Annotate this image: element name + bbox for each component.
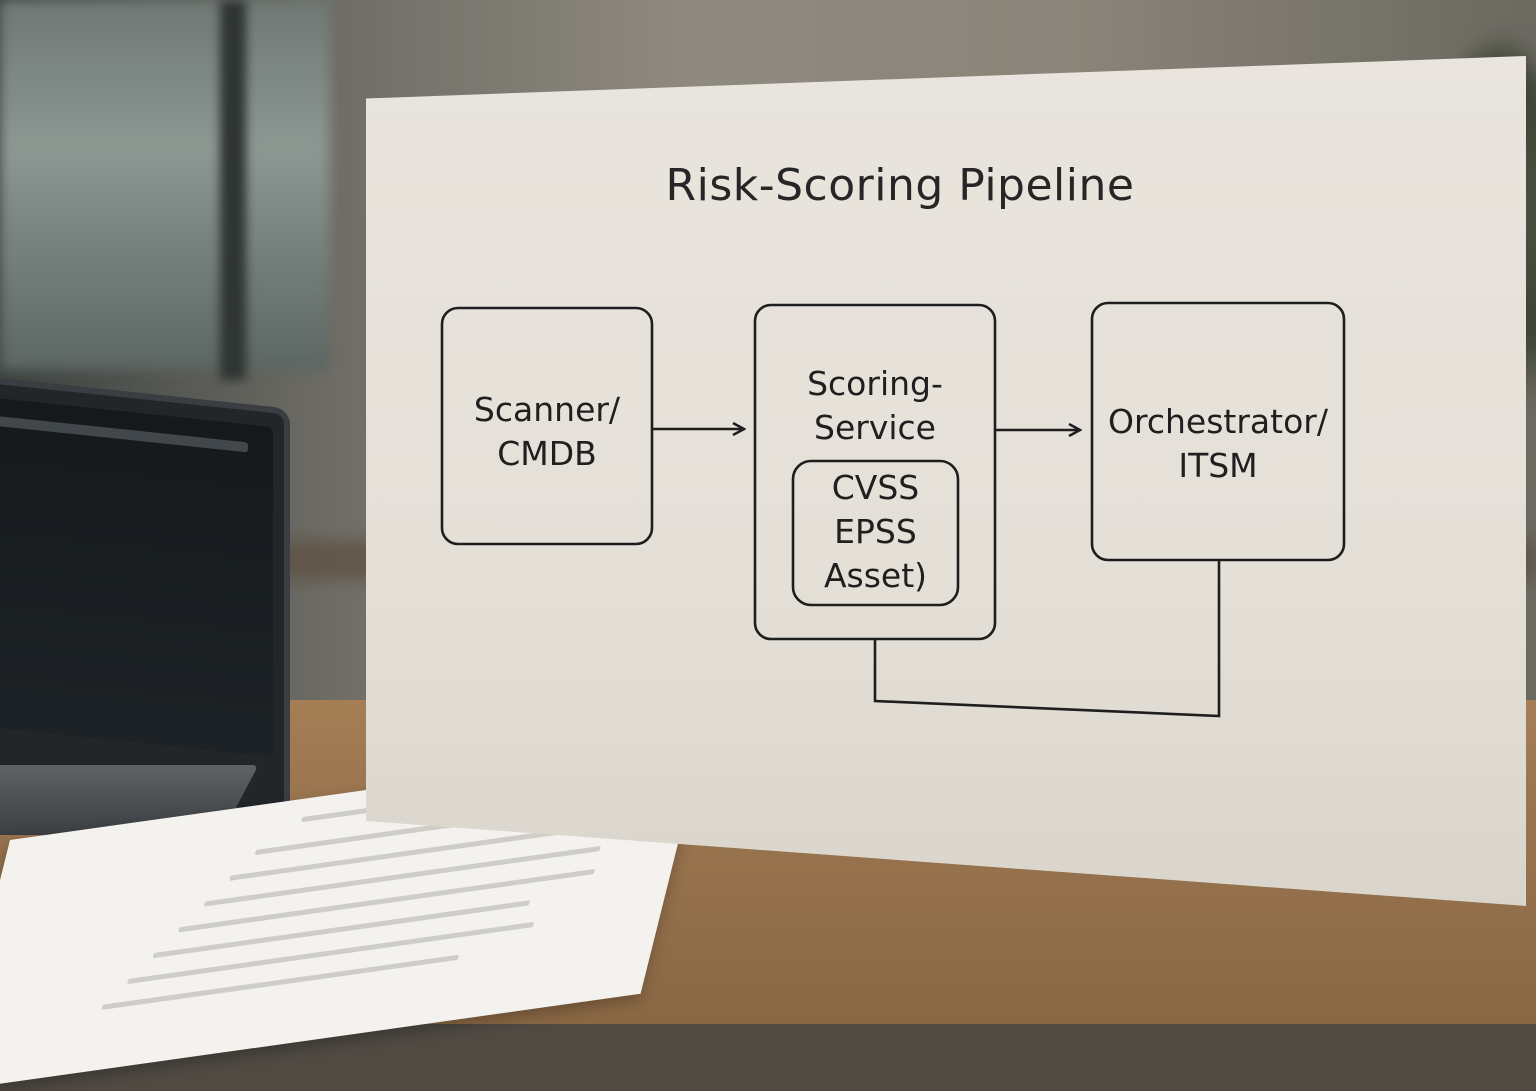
edge-feedback-loop xyxy=(873,561,1221,718)
node-label-line: Asset) xyxy=(823,556,928,595)
node-box-scoring xyxy=(753,303,997,641)
node-label-line: CMDB xyxy=(497,434,597,473)
node-label-line: EPSS xyxy=(834,512,917,551)
node-label-line: Orchestrator/ xyxy=(1108,402,1328,441)
node-label-line: Scanner/ xyxy=(473,390,621,429)
background-window xyxy=(0,0,330,370)
node-box-scoring-inner xyxy=(791,459,960,607)
node-label-line: ITSM xyxy=(1178,446,1258,485)
diagram-canvas xyxy=(440,301,1346,718)
diagram-title: Risk-Scoring Pipeline xyxy=(665,160,1135,211)
node-box-orchestrator xyxy=(1090,301,1346,562)
node-box-scanner xyxy=(440,306,654,546)
node-label-scoring: Scoring- Service xyxy=(755,362,995,450)
node-label-scoring-inner: CVSS EPSS Asset) xyxy=(793,466,958,598)
window-frame xyxy=(220,0,246,380)
node-label-orchestrator: Orchestrator/ ITSM xyxy=(1092,400,1344,488)
node-label-line: Service xyxy=(814,408,936,447)
node-label-scanner: Scanner/ CMDB xyxy=(442,388,652,476)
node-label-line: CVSS xyxy=(831,468,920,507)
node-label-line: Scoring- xyxy=(807,364,943,403)
diagram-board xyxy=(366,56,1526,906)
